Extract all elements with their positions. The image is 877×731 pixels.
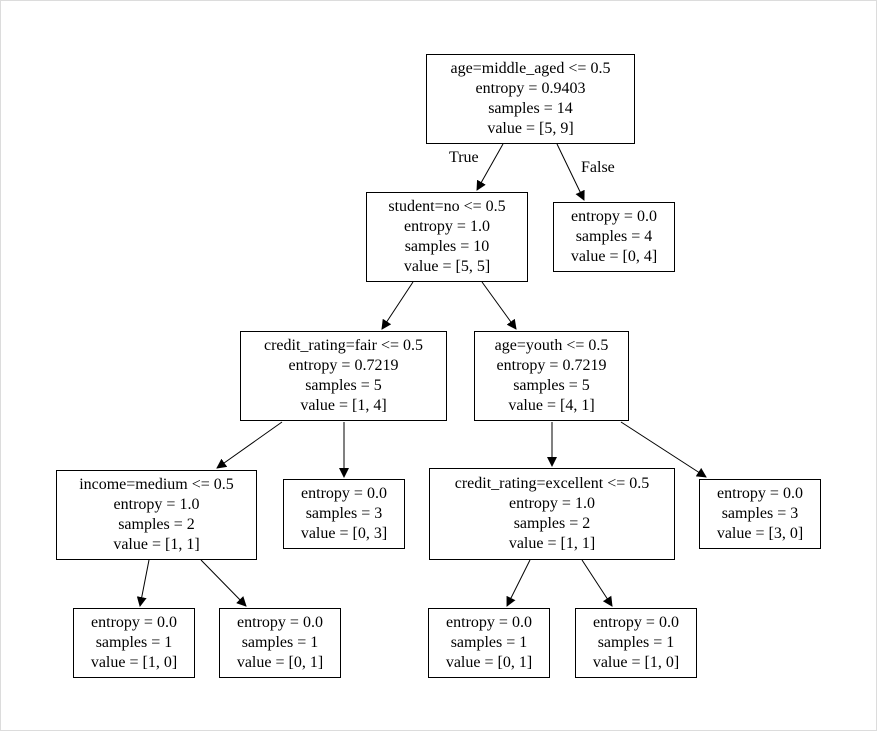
tree-node-credit-rating-fair: credit_rating=fair <= 0.5 entropy = 0.72… — [240, 331, 447, 421]
node-value: value = [4, 1] — [508, 397, 595, 414]
node-value: value = [1, 0] — [592, 654, 680, 671]
node-value: value = [3, 0] — [716, 525, 804, 542]
node-samples: samples = 10 — [404, 238, 490, 255]
node-entropy: entropy = 0.9403 — [475, 80, 586, 97]
tree-leaf-node: entropy = 0.0 samples = 1 value = [0, 1] — [219, 608, 341, 678]
tree-node-credit-rating-excellent: credit_rating=excellent <= 0.5 entropy =… — [429, 468, 675, 560]
node-value: value = [1, 0] — [90, 654, 178, 671]
node-entropy: entropy = 1.0 — [509, 495, 595, 512]
tree-node-student-no: student=no <= 0.5 entropy = 1.0 samples … — [366, 192, 528, 282]
node-entropy: entropy = 0.0 — [571, 208, 657, 225]
node-samples: samples = 5 — [305, 377, 382, 394]
node-entropy: entropy = 0.7219 — [496, 357, 607, 374]
edge-income-to-leaf-0-1 — [200, 559, 247, 607]
node-entropy: entropy = 0.0 — [301, 485, 387, 502]
node-samples: samples = 4 — [575, 228, 653, 245]
node-samples: samples = 1 — [95, 634, 173, 651]
node-samples: samples = 2 — [118, 516, 195, 533]
node-samples: samples = 2 — [513, 515, 591, 532]
node-samples: samples = 3 — [721, 505, 799, 522]
edge-label-false: False — [581, 159, 615, 176]
node-value: value = [0, 3] — [300, 525, 388, 542]
node-split-rule: age=middle_aged <= 0.5 — [450, 60, 611, 77]
edge-student-to-credit-fair — [381, 281, 414, 330]
node-value: value = [5, 5] — [403, 258, 491, 275]
edge-label-true: True — [449, 149, 479, 166]
node-value: value = [0, 4] — [570, 248, 658, 265]
node-value: value = [1, 1] — [113, 536, 200, 553]
node-split-rule: income=medium <= 0.5 — [79, 476, 234, 493]
edge-income-to-leaf-1-0 — [136, 559, 150, 607]
node-samples: samples = 5 — [513, 377, 590, 394]
tree-leaf-node: entropy = 0.0 samples = 4 value = [0, 4] — [553, 202, 675, 272]
node-entropy: entropy = 0.7219 — [288, 357, 399, 374]
tree-leaf-node: entropy = 0.0 samples = 1 value = [1, 0] — [575, 608, 697, 678]
node-entropy: entropy = 0.0 — [237, 614, 323, 631]
node-split-rule: student=no <= 0.5 — [388, 198, 506, 215]
node-entropy: entropy = 1.0 — [113, 496, 200, 513]
node-value: value = [5, 9] — [487, 120, 574, 137]
edge-credit-fair-to-income — [216, 421, 283, 469]
node-samples: samples = 1 — [597, 634, 675, 651]
edge-excellent-to-leaf-0-1 — [506, 559, 531, 607]
node-samples: samples = 3 — [305, 505, 383, 522]
tree-leaf-node: entropy = 0.0 samples = 1 value = [0, 1] — [428, 608, 550, 678]
tree-node-age-youth: age=youth <= 0.5 entropy = 0.7219 sample… — [474, 331, 629, 421]
node-value: value = [0, 1] — [236, 654, 324, 671]
node-split-rule: credit_rating=excellent <= 0.5 — [454, 475, 650, 492]
tree-node-age-middle-aged: age=middle_aged <= 0.5 entropy = 0.9403 … — [426, 54, 635, 144]
node-value: value = [1, 4] — [300, 397, 387, 414]
node-samples: samples = 1 — [450, 634, 528, 651]
node-entropy: entropy = 1.0 — [404, 218, 490, 235]
tree-node-income-medium: income=medium <= 0.5 entropy = 1.0 sampl… — [56, 470, 257, 560]
node-entropy: entropy = 0.0 — [91, 614, 177, 631]
edge-root-to-student — [476, 143, 504, 191]
node-samples: samples = 14 — [488, 100, 573, 117]
edge-root-to-leaf-0-4 — [556, 143, 585, 201]
tree-leaf-node: entropy = 0.0 samples = 1 value = [1, 0] — [73, 608, 195, 678]
tree-leaf-node: entropy = 0.0 samples = 3 value = [0, 3] — [283, 479, 405, 549]
tree-leaf-node: entropy = 0.0 samples = 3 value = [3, 0] — [699, 479, 821, 549]
node-split-rule: age=youth <= 0.5 — [494, 337, 609, 354]
node-entropy: entropy = 0.0 — [446, 614, 532, 631]
edge-youth-to-leaf-3-0 — [620, 421, 707, 478]
node-split-rule: credit_rating=fair <= 0.5 — [263, 337, 423, 354]
edge-student-to-youth — [481, 281, 517, 330]
node-entropy: entropy = 0.0 — [593, 614, 679, 631]
edge-excellent-to-leaf-1-0 — [581, 559, 613, 607]
node-value: value = [1, 1] — [508, 535, 596, 552]
node-entropy: entropy = 0.0 — [717, 485, 803, 502]
node-samples: samples = 1 — [241, 634, 319, 651]
node-value: value = [0, 1] — [445, 654, 533, 671]
